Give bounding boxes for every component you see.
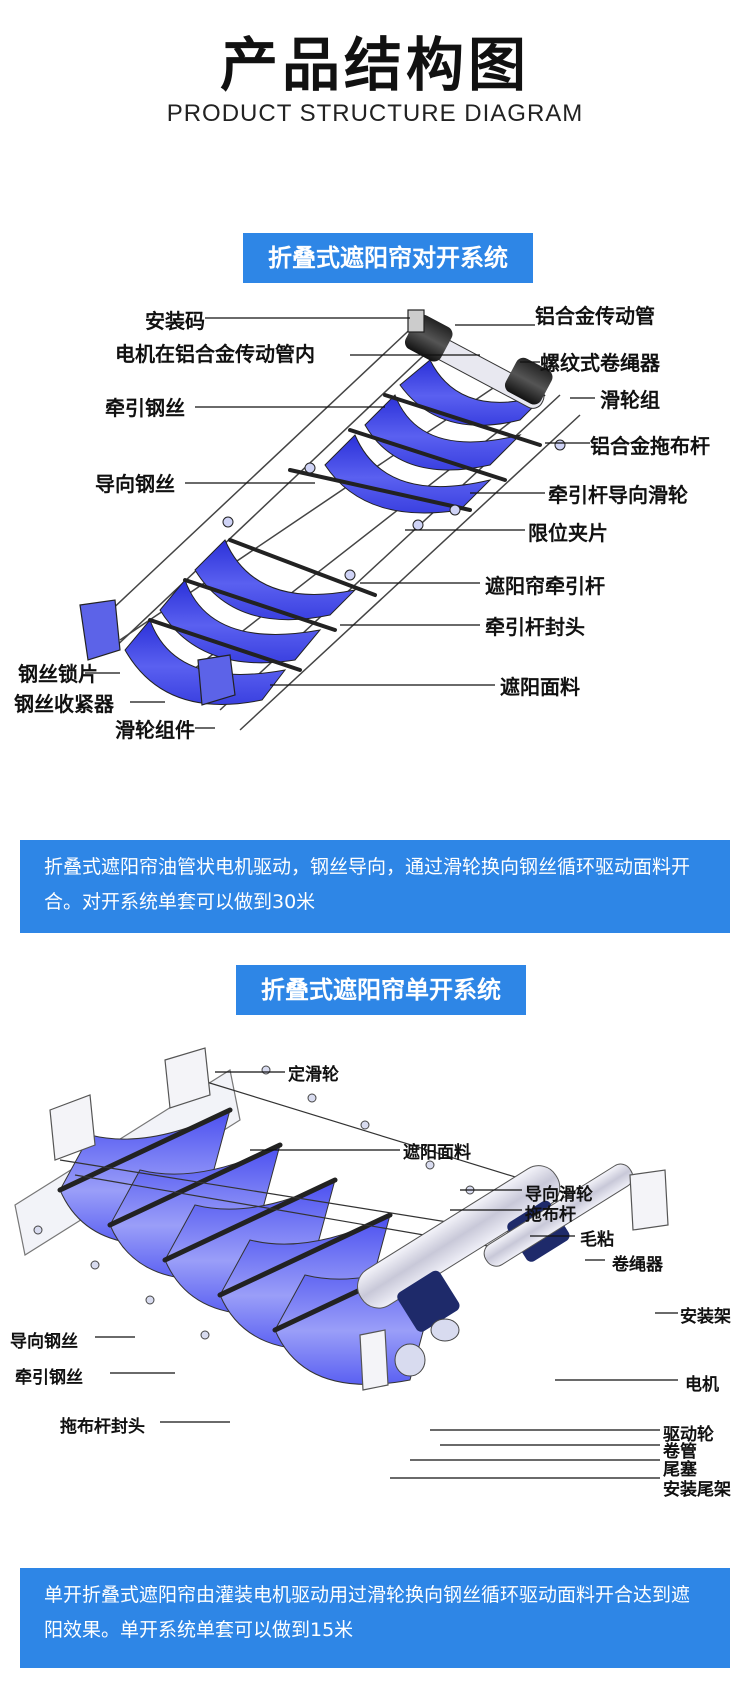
label-guide-wire-2: 导向钢丝 [10, 1332, 78, 1352]
label-wire-tightener: 钢丝收紧器 [14, 692, 114, 716]
section1-description: 折叠式遮阳帘油管状电机驱动，钢丝导向，通过滑轮换向钢丝循环驱动面料开合。对开系统… [20, 840, 730, 933]
fabric-folds-upper [324, 359, 546, 514]
label-limit-clip: 限位夹片 [528, 521, 608, 545]
label-drag-rod: 拖布杆 [525, 1205, 576, 1225]
label-drag-rod-end-cap: 拖布杆封头 [60, 1417, 145, 1437]
label-shade-fabric-2: 遮阳面料 [403, 1143, 471, 1163]
double-open-system-diagram [79, 309, 595, 731]
label-aluminum-drag-rod: 铝合金拖布杆 [590, 434, 710, 458]
section2-description: 单开折叠式遮阳帘由灌装电机驱动用过滑轮换向钢丝循环驱动面料开合达到遮阳效果。单开… [20, 1568, 730, 1668]
fabric-folds-lower [124, 539, 357, 705]
section1-banner: 折叠式遮阳帘对开系统 [243, 233, 533, 283]
section2-banner: 折叠式遮阳帘单开系统 [236, 965, 526, 1015]
label-traction-wire: 牵引钢丝 [105, 396, 185, 420]
label-rod-end-cap: 牵引杆封头 [485, 615, 585, 639]
label-screw-winder: 螺纹式卷绳器 [540, 351, 660, 375]
label-pulley-assembly: 滑轮组件 [115, 718, 195, 742]
label-shade-fabric: 遮阳面料 [500, 675, 580, 699]
label-winder: 卷绳器 [612, 1255, 663, 1275]
label-pulley-group: 滑轮组 [600, 388, 660, 412]
label-mount-code: 安装码 [145, 309, 205, 333]
label-tail-plug: 尾塞 [663, 1460, 697, 1480]
label-tail-bracket: 安装尾架 [663, 1480, 731, 1500]
label-curtain-traction-rod: 遮阳帘牵引杆 [485, 574, 605, 598]
roll-tubes [357, 1163, 634, 1332]
label-fixed-pulley: 定滑轮 [288, 1065, 339, 1085]
label-drive-wheel: 驱动轮 [663, 1425, 714, 1445]
label-rod-guide-pulley: 牵引杆导向滑轮 [548, 483, 688, 507]
label-motor: 电机 [685, 1375, 719, 1395]
label-guide-pulley: 导向滑轮 [525, 1185, 593, 1205]
label-aluminum-tube: 铝合金传动管 [535, 304, 655, 328]
label-mount-bracket: 安装架 [680, 1307, 731, 1327]
label-motor-inside: 电机在铝合金传动管内 [115, 342, 315, 366]
page-subtitle: PRODUCT STRUCTURE DIAGRAM [166, 100, 584, 127]
label-traction-wire-2: 牵引钢丝 [15, 1368, 83, 1388]
page-title: 产品结构图 [219, 31, 530, 99]
single-open-system-diagram [14, 1047, 678, 1479]
label-guide-wire: 导向钢丝 [95, 472, 175, 496]
label-felt: 毛粘 [580, 1230, 614, 1250]
label-wire-lock: 钢丝锁片 [18, 662, 98, 686]
label-roll-tube: 卷管 [663, 1442, 697, 1462]
drive-tube [404, 314, 553, 409]
fabric-folds [59, 1109, 446, 1385]
